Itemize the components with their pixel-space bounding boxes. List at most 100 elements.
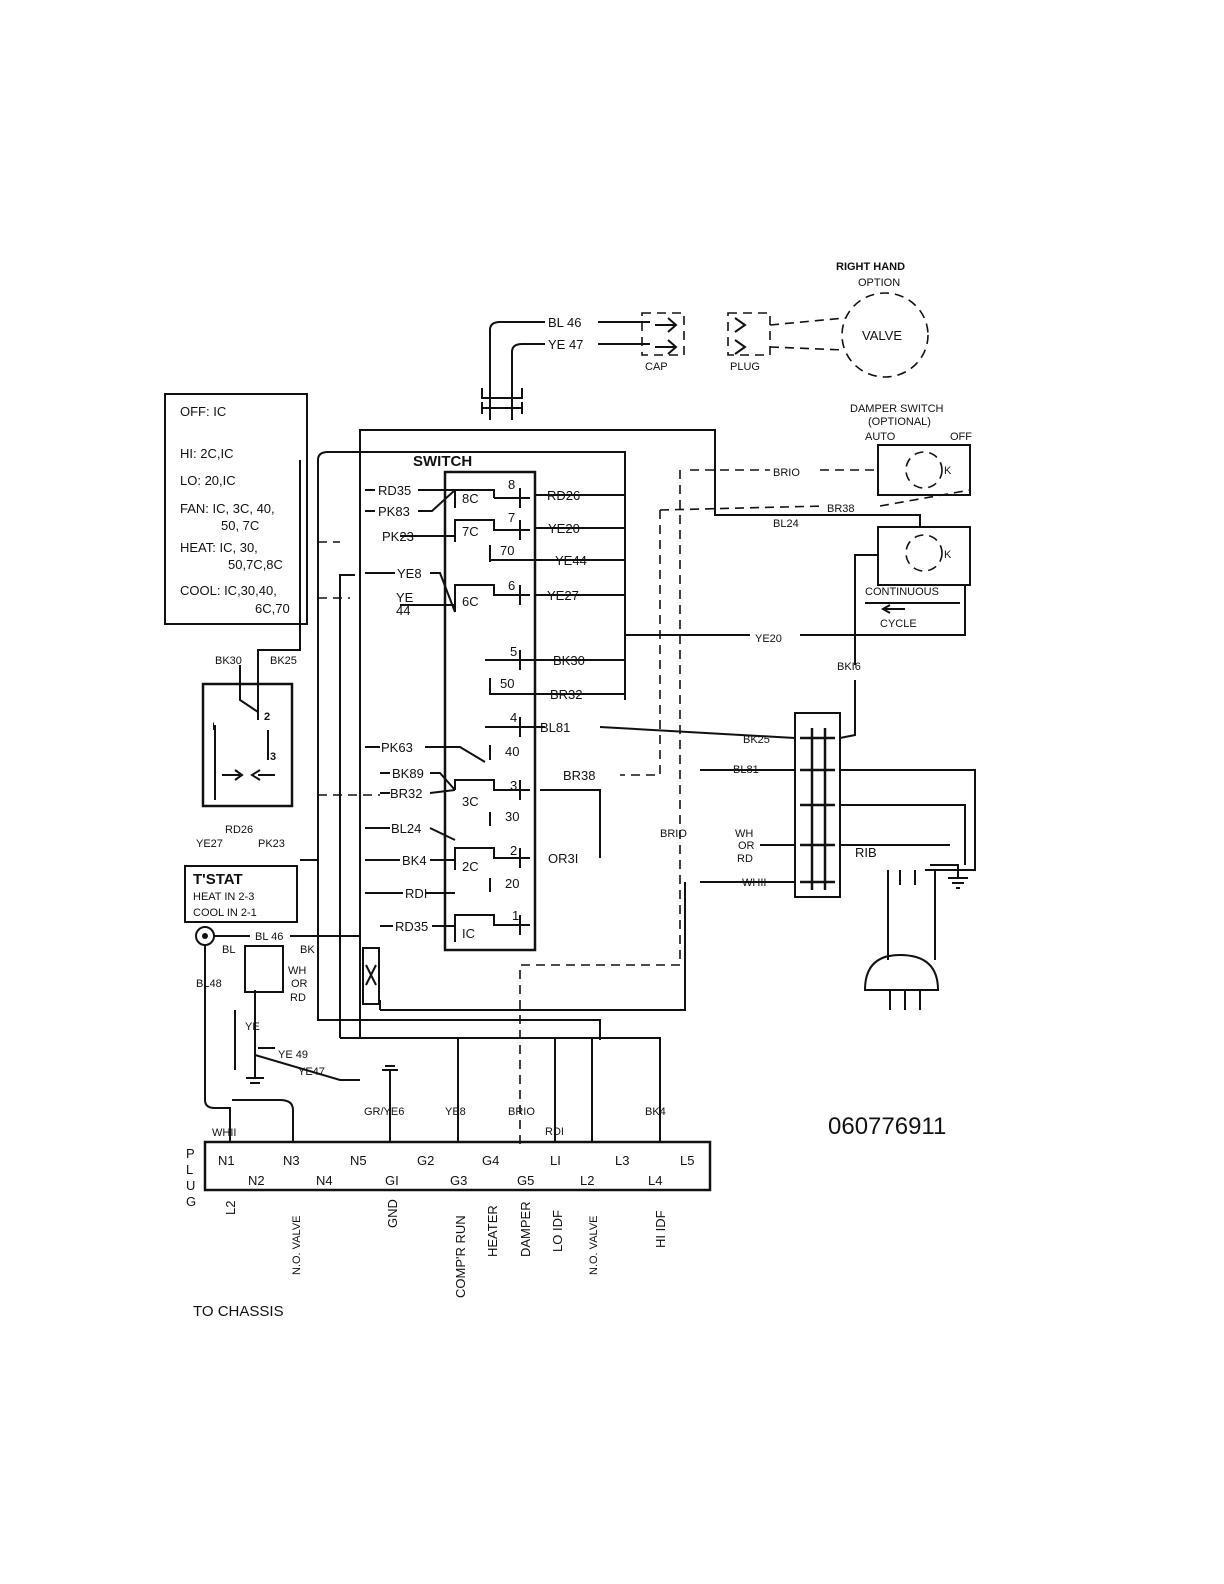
plug-connector — [727, 312, 771, 356]
wire-ye8-lower: YE8 — [445, 1106, 466, 1118]
wire-bl24-right: BL24 — [773, 518, 799, 530]
wire-rd35-b: RD35 — [395, 919, 428, 934]
wire-br10-lower: BRIO — [508, 1106, 535, 1118]
wire-bl81-right: BL81 — [733, 764, 759, 776]
damper-optional: (OPTIONAL) — [868, 416, 931, 428]
wire-bl24: BL24 — [391, 821, 421, 836]
pin-g4: G4 — [482, 1153, 499, 1168]
switch-right-wires: RD26 YE20 YE44 YE27 BK30 BR32 BL81 BR38 … — [540, 488, 596, 866]
function-no-valve-2: N.O. VALVE — [588, 1215, 600, 1275]
contact-2: 2 — [510, 843, 517, 858]
wire-or: OR — [738, 840, 755, 852]
plug-letter: L — [186, 1162, 193, 1177]
contact-1c: IC — [462, 926, 475, 941]
function-no-valve: N.O. VALVE — [291, 1215, 303, 1275]
wire-bk4-lower: BK4 — [645, 1106, 666, 1118]
wire-bl: BL — [222, 944, 235, 956]
contact-4: 4 — [510, 710, 517, 725]
wire-bl48: BL48 — [196, 978, 222, 990]
damper-k: K — [944, 465, 952, 477]
contact-7: 7 — [508, 510, 515, 525]
wire-rd1-lower: RDI — [545, 1126, 564, 1138]
tstat-cool: COOL IN 2-1 — [193, 907, 257, 919]
wire-wh-lower: WH — [288, 965, 306, 977]
wire-ye49: YE 49 — [278, 1049, 308, 1061]
tstat-heat: HEAT IN 2-3 — [193, 891, 254, 903]
contact-8: 8 — [508, 477, 515, 492]
wire-bk4: BK4 — [402, 853, 427, 868]
wire-bk30: BK30 — [553, 653, 585, 668]
wire-ye27: YE27 — [547, 588, 579, 603]
wire-or31: OR3I — [548, 851, 578, 866]
pin-g1: GI — [385, 1173, 399, 1188]
wire-ye: YE — [245, 1021, 260, 1033]
plug-label: PLUG — [730, 361, 760, 373]
wire-rd1: RDI — [405, 886, 427, 901]
contact-50: 50 — [500, 676, 514, 691]
function-hi-idf: HI IDF — [653, 1210, 668, 1248]
damper-switch: DAMPER SWITCH (OPTIONAL) AUTO OFF K K CO… — [850, 403, 972, 630]
function-lo-idf: LO IDF — [550, 1210, 565, 1252]
contact-6c: 6C — [462, 594, 479, 609]
wire-wh11: WHII — [212, 1127, 236, 1139]
relay-ye27: YE27 — [196, 838, 223, 850]
function-compressor-run: COMP'R RUN — [453, 1215, 468, 1298]
pin-l2: L2 — [580, 1173, 594, 1188]
pin-l1: LI — [550, 1153, 561, 1168]
damper-off: OFF — [950, 431, 972, 443]
pin-n3: N3 — [283, 1153, 300, 1168]
pin-l4: L4 — [648, 1173, 662, 1188]
relay-terminal-3: 3 — [270, 751, 276, 763]
legend-heat-cont: 50,7C,8C — [228, 557, 283, 572]
damper-title: DAMPER SWITCH — [850, 403, 944, 415]
wire-rd35: RD35 — [378, 483, 411, 498]
valve-label: VALVE — [862, 328, 902, 343]
chassis-plug: P L U G N1 N3 N5 G2 G4 LI L3 L5 N2 N4 GI… — [186, 1140, 712, 1298]
selector-switch: SWITCH 8C 8 7C 7 70 6C 6 5 50 4 40 3C 3 … — [365, 453, 626, 952]
wire-ye44-a: YE — [396, 590, 414, 605]
contact-8c: 8C — [462, 491, 479, 506]
cap-connector — [641, 312, 685, 356]
valve-option: RIGHT HAND OPTION VALVE CAP PLUG BL 46 Y… — [481, 261, 929, 420]
pin-n5: N5 — [350, 1153, 367, 1168]
contact-7c: 7C — [462, 524, 479, 539]
pin-g3: G3 — [450, 1173, 467, 1188]
wire-br10-b: BRIO — [660, 828, 687, 840]
contact-5: 5 — [510, 644, 517, 659]
function-l2: L2 — [223, 1201, 238, 1215]
damper-auto: AUTO — [865, 431, 896, 443]
legend-hi: HI: 2C,IC — [180, 446, 233, 461]
cap-label: CAP — [645, 361, 668, 373]
switch-body — [443, 470, 537, 952]
terminal-block — [794, 712, 841, 898]
contact-3c: 3C — [462, 794, 479, 809]
cycle-label: CYCLE — [880, 618, 917, 630]
plug-letter: G — [186, 1194, 196, 1209]
rib-label: RIB — [855, 845, 877, 860]
wire-ye44-b: 44 — [396, 603, 410, 618]
wire-or-lower: OR — [291, 978, 308, 990]
contact-20: 20 — [505, 876, 519, 891]
wire-pk23: PK23 — [382, 529, 414, 544]
wire-wh: WH — [735, 828, 753, 840]
right-wire-labels: BRIO BR38 BL24 YE20 BKI6 BK25 BL81 BRIO … — [660, 467, 968, 1010]
relay-pk23: PK23 — [258, 838, 285, 850]
fan-switch-k: K — [944, 549, 952, 561]
wire-bk89: BK89 — [392, 766, 424, 781]
contact-70: 70 — [500, 543, 514, 558]
plug-letter: P — [186, 1146, 195, 1161]
wire-br38-right: BR38 — [827, 503, 855, 515]
wire-bk16: BKI6 — [837, 661, 861, 673]
pin-l3: L3 — [615, 1153, 629, 1168]
legend-cool: COOL: IC,30,40, — [180, 583, 277, 598]
wire-gr-ye6: GR/YE6 — [364, 1106, 404, 1118]
wire-wh11-right: WHII — [742, 877, 766, 889]
legend-heat: HEAT: IC, 30, — [180, 540, 258, 555]
relay: BK30 BK25 2 I 3 RD26 YE27 PK23 — [196, 655, 297, 850]
relay-rd26: RD26 — [225, 824, 253, 836]
relay-bk25: BK25 — [270, 655, 297, 667]
wire-bl46-top: BL 46 — [548, 315, 582, 330]
continuous-label: CONTINUOUS — [865, 586, 939, 598]
bus-wires — [257, 429, 976, 1145]
